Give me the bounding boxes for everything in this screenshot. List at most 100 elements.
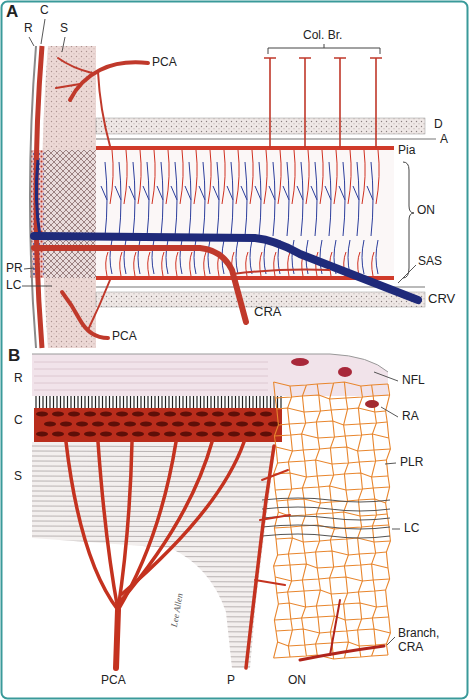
photoreceptor (186, 396, 187, 408)
sclera-line (32, 586, 280, 587)
choroid-layer (34, 408, 282, 442)
artery-branch (152, 150, 155, 204)
choroid-vessel (260, 432, 272, 437)
choroid-vessel (36, 432, 48, 437)
central-retinal-artery (34, 248, 246, 322)
sclera-line (32, 481, 280, 482)
artery-branch (204, 252, 206, 276)
choroid-vessel (244, 432, 256, 437)
artery-branch (176, 252, 178, 276)
capillary (288, 386, 293, 657)
artery-branch (288, 252, 290, 276)
photoreceptor (70, 396, 71, 408)
retina-line (34, 383, 268, 384)
retinal-vessel (338, 367, 352, 377)
structure-label: Col. Br. (303, 29, 342, 43)
capillary (386, 384, 391, 655)
artery-branch (274, 252, 276, 276)
choroid-vessel (100, 432, 112, 437)
sclera-line (32, 651, 280, 652)
choroid-vessel (244, 412, 256, 417)
structure-label: P (227, 674, 235, 688)
artery-branch (334, 150, 337, 204)
sclera-line (32, 491, 280, 492)
sclera-line (32, 666, 280, 667)
photoreceptor (46, 396, 47, 408)
sclera-line (32, 501, 280, 502)
structure-label: LC (404, 522, 419, 536)
choroid-vessel (212, 432, 224, 437)
retinal-artery (365, 400, 379, 408)
vein-branch (213, 162, 219, 236)
structure-label: C (40, 4, 49, 18)
photoreceptor (84, 396, 85, 408)
retina-layer (32, 354, 388, 396)
photoreceptor (210, 396, 211, 408)
vein-branch (264, 240, 266, 274)
lamina-lines (262, 498, 390, 538)
choroid-vessel (260, 412, 272, 417)
photoreceptor (81, 396, 82, 408)
sclera-line (32, 581, 280, 582)
sclera-line (32, 516, 280, 517)
capillary (275, 486, 389, 490)
retina-line (34, 390, 268, 391)
photoreceptor (60, 396, 61, 408)
structure-label: ON (288, 674, 306, 688)
photoreceptor (273, 396, 274, 408)
artery-branch (124, 150, 127, 204)
structure-label: SAS (418, 255, 442, 269)
photoreceptor (231, 396, 232, 408)
sclera-line (32, 606, 280, 607)
photoreceptor (119, 396, 120, 408)
choroid-vessel (52, 432, 64, 437)
vein-branch (376, 240, 378, 274)
sclera-line (32, 571, 280, 572)
photoreceptor (112, 396, 113, 408)
artery-branch (110, 150, 113, 204)
choroid-vessel (156, 422, 168, 427)
capillary (330, 383, 335, 659)
photoreceptor (175, 396, 176, 408)
photoreceptor (53, 396, 54, 408)
choroid-vessel (100, 412, 112, 417)
sclera-line (32, 636, 280, 637)
artery-branch (260, 252, 262, 276)
photoreceptor (105, 396, 106, 408)
sclera-line (32, 536, 280, 537)
sclera-line (32, 591, 280, 592)
retina-texture (34, 362, 268, 390)
structure-label: Branch, CRA (398, 627, 462, 655)
sclera-line (32, 531, 280, 532)
artery-branch (233, 270, 330, 275)
capillary (302, 385, 307, 656)
structure-label: PCA (101, 674, 126, 688)
choroid-vessel (188, 422, 200, 427)
choroid-vessel (132, 432, 144, 437)
structure-label: PR (6, 262, 23, 276)
photoreceptor (172, 396, 173, 408)
photoreceptor (179, 396, 180, 408)
artery-branch (306, 150, 309, 204)
vein-branch (101, 162, 107, 236)
photoreceptor (74, 396, 75, 408)
vein-branch (325, 162, 331, 236)
photoreceptor (77, 396, 78, 408)
bracket (268, 44, 380, 54)
choroid-vessel (252, 422, 264, 427)
sclera-line (32, 646, 280, 647)
photoreceptor (144, 396, 145, 408)
vein-branch (129, 162, 135, 236)
artery-branch (106, 252, 108, 276)
choroid-vessels (36, 412, 280, 437)
artery-branch (166, 150, 169, 204)
photoreceptor (242, 396, 243, 408)
capillary (274, 616, 388, 620)
retina-line (34, 362, 268, 363)
photoreceptor (154, 396, 155, 408)
structure-label: RA (402, 410, 419, 424)
vein-branch (283, 162, 289, 236)
photoreceptor (238, 396, 239, 408)
photoreceptor (235, 396, 236, 408)
